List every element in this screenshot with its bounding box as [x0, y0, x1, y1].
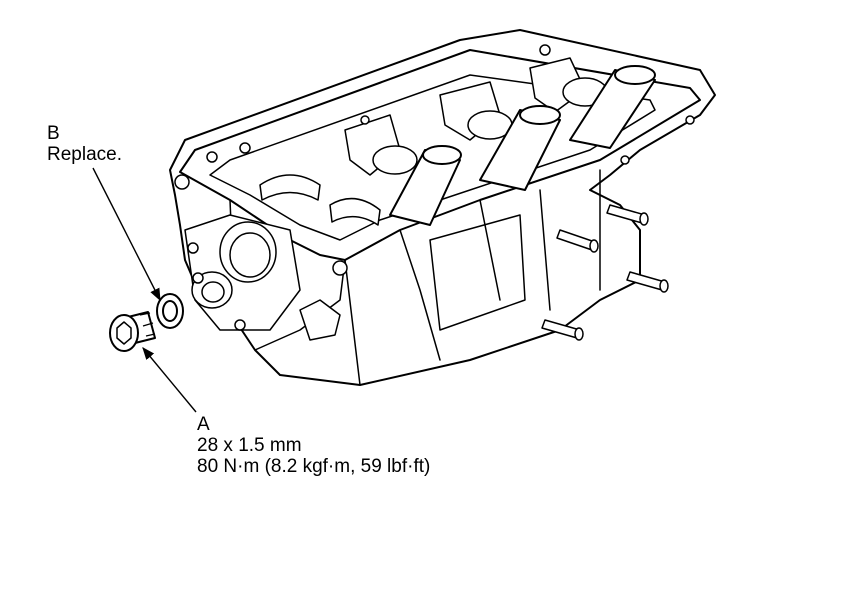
sealing-washer-b — [156, 293, 184, 329]
callout-a-letter: A — [197, 414, 210, 435]
side-face-edge — [344, 259, 361, 386]
callout-a-size: 28 x 1.5 mm — [197, 435, 302, 456]
side-ribs — [479, 169, 601, 311]
side-window — [429, 214, 526, 331]
callout-b-note: Replace. — [47, 144, 122, 165]
leader-arrow-b — [92, 167, 161, 302]
end-face — [184, 214, 301, 331]
cam-saddles — [259, 57, 608, 226]
cylinder-head — [169, 29, 716, 386]
callout-b-letter: B — [47, 123, 60, 144]
leader-arrow-a — [142, 347, 197, 413]
callout-b: B Replace. — [47, 123, 122, 165]
side-face-top — [399, 229, 441, 361]
callout-a: A 28 x 1.5 mm 80 N·m (8.2 kgf·m, 59 lbf·… — [197, 414, 430, 477]
exhaust-studs — [541, 204, 669, 341]
plug-bolt-a — [109, 311, 156, 352]
spark-plug-tubes — [389, 65, 656, 226]
lower-boss — [299, 299, 341, 341]
top-rim — [179, 49, 701, 261]
callout-a-torque: 80 N·m (8.2 kgf·m, 59 lbf·ft) — [197, 456, 431, 477]
